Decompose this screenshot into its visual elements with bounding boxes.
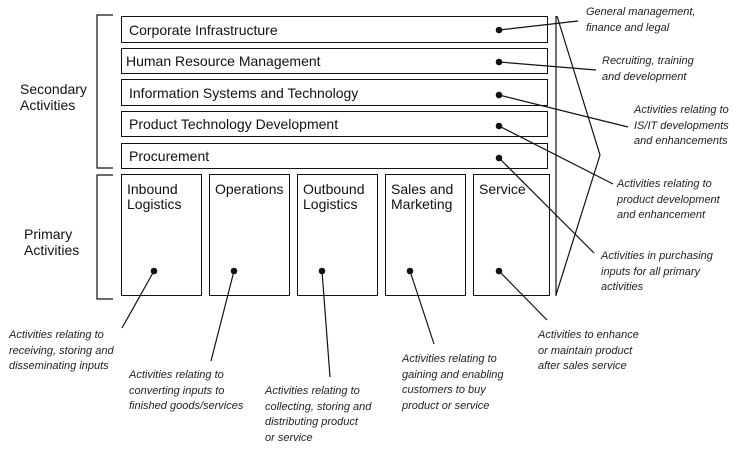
connector-outbound-logistics xyxy=(321,270,331,378)
primary-box-outbound-logistics: Outbound Logistics xyxy=(297,174,378,296)
secondary-box-label: Information Systems and Technology xyxy=(129,84,359,101)
note-corporate-infrastructure: General management, finance and legal xyxy=(586,6,696,34)
dot-corporate-infrastructure xyxy=(495,26,503,34)
secondary-box-label: Product Technology Development xyxy=(129,116,339,132)
note-service: Activities to enhance or maintain produc… xyxy=(538,329,639,372)
primary-box-service: Service xyxy=(473,174,550,296)
connector-operations xyxy=(210,270,235,362)
dot-sales-and-marketing xyxy=(406,267,414,275)
secondary-box-human-resource-management: Human Resource Management xyxy=(121,48,548,74)
connector-information-systems xyxy=(498,94,629,128)
primary-box-label: Service xyxy=(479,181,526,197)
dot-operations xyxy=(230,267,238,275)
primary-box-label: Inbound Logistics xyxy=(127,181,182,212)
secondary-box-procurement: Procurement xyxy=(121,143,548,169)
right-brace-diagonal xyxy=(555,15,601,296)
secondary-box-corporate-infrastructure: Corporate Infrastructure xyxy=(121,16,548,43)
connector-inbound-logistics xyxy=(121,270,155,329)
secondary-box-label: Procurement xyxy=(129,148,210,164)
connector-service xyxy=(498,270,548,321)
secondary-box-product-technology-development: Product Technology Development xyxy=(121,111,548,137)
secondary-box-label: Corporate Infrastructure xyxy=(129,21,278,38)
note-information-systems: Activities relating to IS/IT development… xyxy=(634,104,729,147)
primary-box-label: Operations xyxy=(215,181,284,197)
primary-box-sales-and-marketing: Sales and Marketing xyxy=(385,174,466,296)
dot-information-systems xyxy=(495,91,503,99)
connector-sales-and-marketing xyxy=(409,270,435,345)
primary-bracket xyxy=(96,174,113,300)
note-outbound-logistics: Activities relating to collecting, stori… xyxy=(265,385,372,444)
dot-outbound-logistics xyxy=(318,267,326,275)
secondary-bracket xyxy=(96,14,113,169)
dot-procurement xyxy=(495,154,503,162)
dot-human-resource xyxy=(495,58,503,66)
note-operations: Activities relating to converting inputs… xyxy=(129,369,244,412)
primary-box-label: Sales and Marketing xyxy=(391,181,454,212)
note-procurement: Activities in purchasing inputs for all … xyxy=(601,250,713,293)
primary-box-label: Outbound Logistics xyxy=(303,181,365,212)
dot-inbound-logistics xyxy=(150,267,158,275)
connector-procurement xyxy=(498,157,595,254)
note-human-resource: Recruiting, training and development xyxy=(602,55,694,83)
primary-activities-label: Primary Activities xyxy=(24,226,80,258)
note-inbound-logistics: Activities relating to receiving, storin… xyxy=(9,329,114,372)
dot-service xyxy=(495,267,503,275)
connector-product-technology xyxy=(498,125,614,185)
primary-box-operations: Operations xyxy=(209,174,290,296)
primary-box-inbound-logistics: Inbound Logistics xyxy=(121,174,202,296)
note-product-technology: Activities relating to product developme… xyxy=(617,178,720,221)
connector-human-resource xyxy=(498,61,597,71)
note-sales-and-marketing: Activities relating to gaining and enabl… xyxy=(402,353,504,412)
secondary-box-label: Human Resource Management xyxy=(126,53,321,69)
secondary-box-information-systems: Information Systems and Technology xyxy=(121,79,548,106)
dot-product-technology xyxy=(495,122,503,130)
secondary-activities-label: Secondary Activities xyxy=(20,81,87,113)
connector-corporate-infrastructure xyxy=(498,20,579,31)
